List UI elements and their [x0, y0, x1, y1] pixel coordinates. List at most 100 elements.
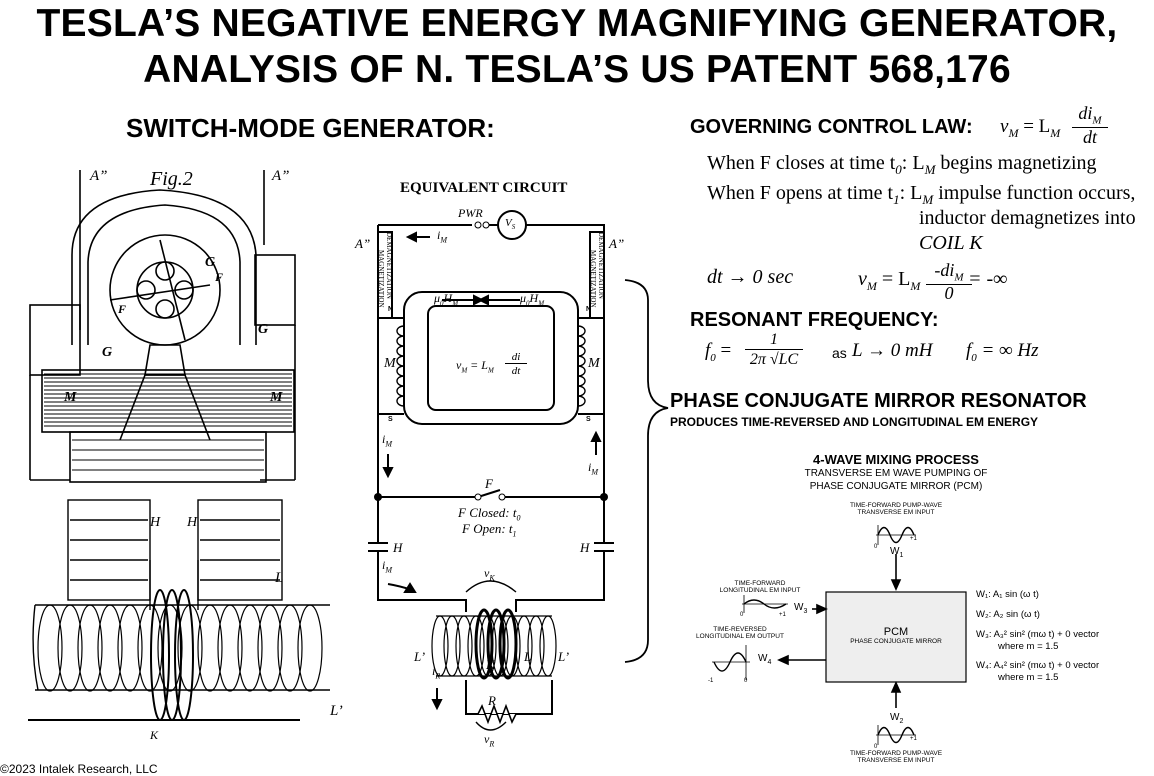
law-eq: = L — [1023, 116, 1051, 137]
f-closed-text: F Closed: t — [458, 505, 517, 520]
opens-line-3: COIL K — [919, 232, 983, 254]
patent-label-g-2: G — [258, 322, 269, 337]
mu-symbol-left: μ — [434, 291, 441, 305]
core-formula: vM = LM — [456, 358, 494, 375]
patent-label-a-left: A” — [90, 168, 108, 184]
core-v: v — [456, 358, 462, 372]
im-sub-bottom: M — [385, 565, 393, 575]
m-label-right: M — [588, 356, 600, 371]
patent-label-f-1: F — [215, 270, 224, 284]
ir-label: iR — [432, 664, 440, 680]
closes-post: : L — [901, 152, 925, 174]
eq-w3: W₃: A₃² sin² (mω t) + 0 vector — [976, 629, 1100, 640]
mu-symbol-right: μ — [520, 291, 527, 305]
ir-subscript: R — [435, 671, 441, 681]
f0-eq: = — [720, 340, 732, 361]
mu-h-left: μ0HM — [434, 291, 459, 308]
closes-pre: When F closes at time t — [707, 152, 896, 174]
top-tick-0: 0 — [874, 544, 878, 550]
bottom-tick-0: 0 — [874, 744, 878, 750]
pcm-subheading: PRODUCES TIME-REVERSED AND LONGITUDINAL … — [670, 415, 1039, 429]
v-limit-eq: = L — [881, 268, 911, 290]
m-label-left: M — [384, 356, 396, 371]
f0-inf-value: = ∞ Hz — [981, 340, 1039, 361]
opens-tail: impulse function occurs, — [933, 182, 1136, 204]
left-top-label-1: TIME-FORWARD — [734, 580, 786, 587]
h-label-left: H — [393, 540, 403, 555]
v-frac-bottom: 0 — [944, 283, 954, 303]
dt-limit: dt → 0 sec — [707, 266, 794, 288]
law-frac-top: diM — [1072, 103, 1108, 128]
opens-line: When F opens at time t1: LM impulse func… — [707, 182, 1136, 207]
f0-label: f0 = — [705, 340, 732, 364]
patent-label-h-right: H — [187, 515, 198, 530]
v-frac-top: -diM — [926, 260, 972, 285]
s-label-right: S — [586, 416, 591, 423]
core-frac-top: di — [505, 351, 527, 364]
opens-line-2: inductor demagnetizes into — [919, 207, 1136, 229]
left-top-tick-1: +1 — [779, 612, 786, 618]
h-label-right: H — [580, 540, 590, 555]
patent-label-h-left: H — [150, 515, 161, 530]
w4-symbol: W — [758, 653, 768, 664]
top-pump-label-2: TRANSVERSE EM INPUT — [857, 509, 935, 516]
opens-post: : L — [899, 182, 923, 204]
four-wave-sub-2: PHASE CONJUGATE MIRROR (PCM) — [809, 481, 983, 492]
l-label: L — [524, 649, 532, 664]
eq-w4-where: where m = 1.5 — [998, 672, 1059, 683]
patent-label-k: K — [150, 728, 159, 742]
eq-w2: W₂: A₂ sin (ω t) — [976, 609, 1040, 620]
im-label-bottom: iM — [382, 558, 392, 574]
w4-label: W4 — [758, 653, 772, 666]
res-frac-bottom: 2π √LC — [749, 351, 799, 368]
s-label-left: S — [388, 416, 393, 423]
w3-label: W3 — [794, 602, 808, 615]
vr-symbol: v — [484, 732, 490, 746]
patent-label-a-right: A” — [272, 168, 290, 184]
patent-label-m-left: M — [64, 390, 77, 405]
closes-tail: begins magnetizing — [935, 152, 1097, 174]
left-bot-tick-0: 0 — [744, 678, 748, 684]
left-bot-tick-m1: -1 — [708, 678, 714, 684]
core-frac-bottom: dt — [511, 365, 521, 377]
a-label-left: A” — [355, 236, 371, 251]
mu-h-right: μ0HM — [520, 291, 545, 308]
im-subscript: M — [440, 235, 448, 245]
r-label: R — [488, 693, 496, 708]
w1-label: W1 — [890, 546, 904, 559]
bottom-pump-label-2: TRANSVERSE EM INPUT — [857, 757, 935, 764]
governing-heading: GOVERNING CONTROL LAW: — [690, 116, 973, 138]
limit-label: L → 0 mH — [852, 340, 933, 361]
patent-label-l-prime: L’ — [330, 703, 343, 719]
pcm-box-title: PCM — [883, 626, 909, 638]
copyright: ©2023 Intalek Research, LLC — [0, 762, 158, 776]
left-heading: SWITCH-MODE GENERATOR: — [126, 113, 495, 143]
im-symbol: i — [437, 228, 441, 242]
w1-symbol: W — [890, 546, 900, 557]
n-label-left: N — [388, 306, 394, 313]
left-bot-label-1: TIME-REVERSED — [713, 626, 767, 633]
a-label-right: A” — [609, 236, 625, 251]
f-open-label: F Open: t1 — [462, 521, 517, 539]
w2-symbol: W — [890, 712, 900, 723]
vs-subscript: S — [511, 223, 516, 232]
bottom-pump-label-1: TIME-FORWARD PUMP-WAVE — [849, 750, 943, 757]
res-frac-top: 1 — [745, 331, 803, 350]
left-bot-label-2: LONGITUDINAL EM OUTPUT — [696, 633, 784, 640]
four-wave-sub-1: TRANSVERSE EM WAVE PUMPING OF — [804, 468, 988, 479]
w2-label: W2 — [890, 712, 904, 725]
l-prime-right: L’ — [558, 649, 570, 664]
vr-label: vR — [484, 732, 494, 748]
n-label-right: N — [586, 306, 592, 313]
opens-pre: When F opens at time t — [707, 182, 894, 204]
k-label: K — [486, 657, 495, 672]
vr-subscript: R — [489, 739, 495, 749]
patent-label-m-right: M — [270, 390, 283, 405]
top-pump-label-1: TIME-FORWARD PUMP-WAVE — [849, 502, 943, 509]
im-label-left: iM — [382, 432, 392, 448]
closes-line: When F closes at time t0: LM begins magn… — [707, 152, 1097, 177]
v-limit: vM = LM — [858, 268, 921, 293]
